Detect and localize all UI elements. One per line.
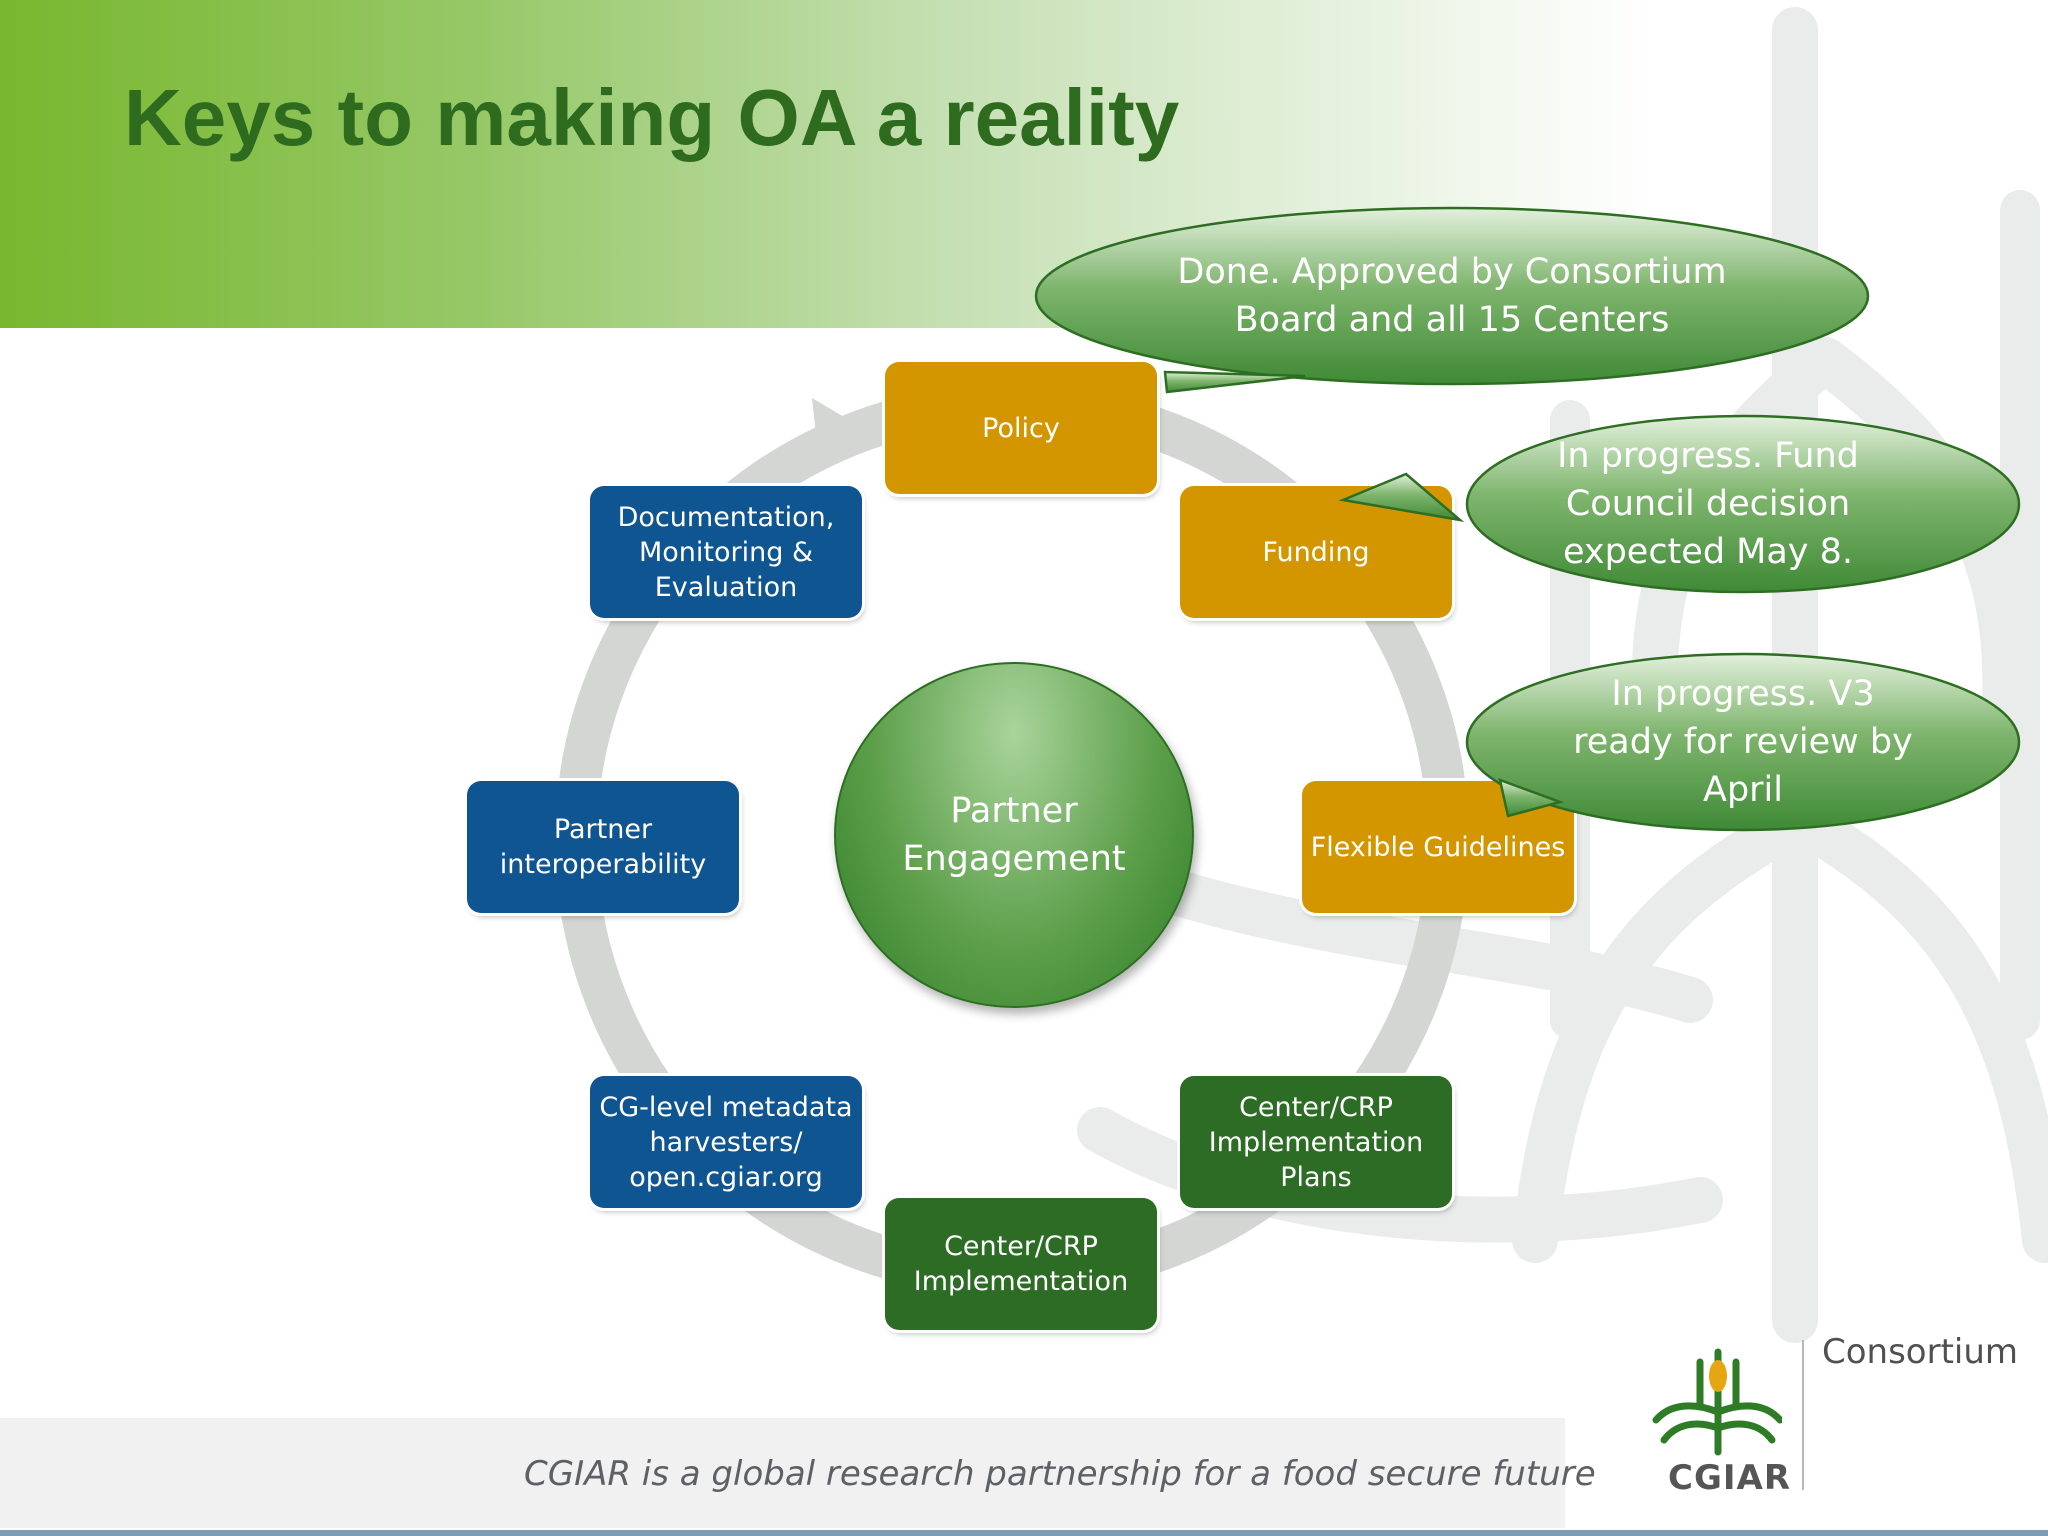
footer-band [0, 1418, 1565, 1528]
consortium-label: Consortium [1822, 1332, 2019, 1372]
bottom-rule [0, 1530, 2048, 1536]
callout-guidelines [1465, 652, 2021, 832]
node-documentation: Documentation, Monitoring & Evaluation [590, 486, 862, 618]
cgiar-wheat-logo-icon [1652, 1348, 1782, 1456]
logo-divider [1802, 1340, 1804, 1490]
callout-policy [1034, 206, 1870, 394]
callout-funding [1338, 414, 2021, 594]
node-implementation: Center/CRP Implementation [885, 1198, 1157, 1330]
center-partner-engagement: Partner Engagement [834, 662, 1194, 1008]
node-policy: Policy [885, 362, 1157, 494]
callout-guidelines-text: In progress. V3 ready for review by Apri… [1573, 674, 1913, 810]
slide-title: Keys to making OA a reality [124, 73, 1180, 162]
callout-policy-text: Done. Approved by Consortium Board and a… [1177, 252, 1727, 340]
node-metadata-harvesters: CG-level metadata harvesters/ open.cgiar… [590, 1076, 862, 1208]
callout-funding-text: In progress. Fund Council decision expec… [1557, 436, 1859, 572]
cgiar-logo-text: CGIAR [1668, 1458, 1792, 1498]
node-partner-interoperability: Partner interoperability [467, 781, 739, 913]
footer-tagline: CGIAR is a global research partnership f… [524, 1454, 1596, 1494]
node-implementation-plans: Center/CRP Implementation Plans [1180, 1076, 1452, 1208]
